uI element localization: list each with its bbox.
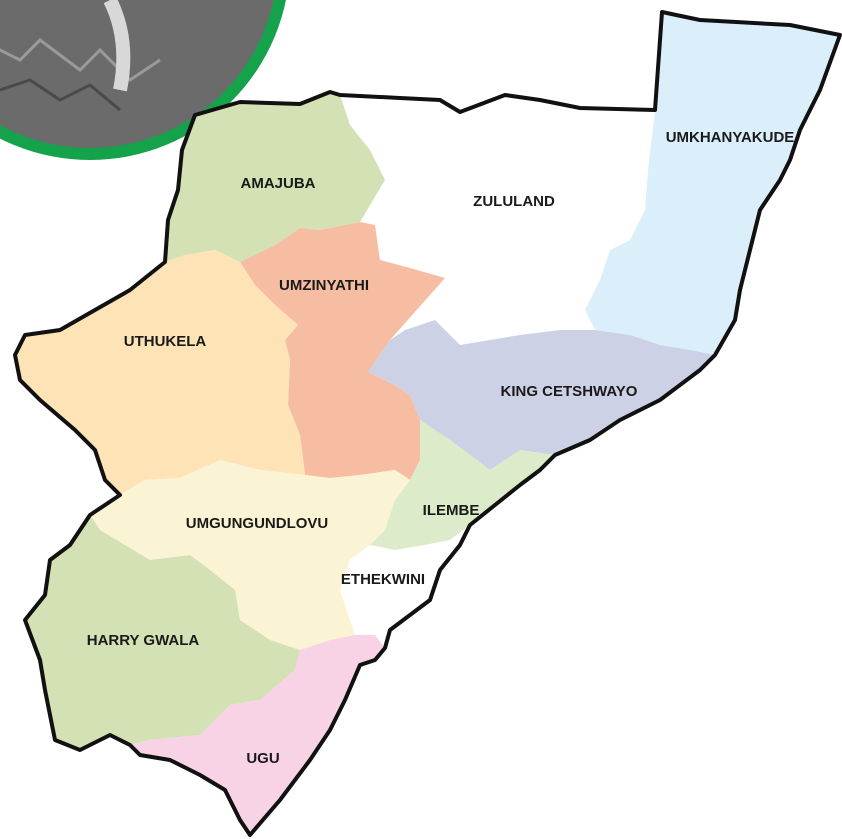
region-harry-gwala[interactable] <box>25 515 300 750</box>
label-umzinyathi: UMZINYATHI <box>279 277 369 294</box>
region-umgungundlovu[interactable] <box>90 460 410 650</box>
label-uthukela: UTHUKELA <box>124 333 207 350</box>
region-amajuba[interactable] <box>165 92 385 262</box>
district-labels: UMKHANYAKUDE ZULULAND AMAJUBA UMZINYATHI… <box>87 129 795 767</box>
label-ugu: UGU <box>246 750 279 767</box>
district-regions <box>15 12 840 835</box>
region-ilembe[interactable] <box>370 420 555 550</box>
province-outline <box>13 10 842 837</box>
region-king-cetshwayo[interactable] <box>368 320 715 470</box>
region-ethekwini[interactable] <box>340 525 470 635</box>
label-umkhanyakude: UMKHANYAKUDE <box>666 129 795 146</box>
label-ethekwini: ETHEKWINI <box>341 571 425 588</box>
photo-badge <box>0 0 286 160</box>
label-king-cetshwayo: KING CETSHWAYO <box>501 383 638 400</box>
label-harry-gwala: HARRY GWALA <box>87 632 200 649</box>
region-umzinyathi[interactable] <box>240 222 445 480</box>
label-amajuba: AMAJUBA <box>241 175 316 192</box>
label-zululand: ZULULAND <box>473 193 555 210</box>
region-umkhanyakude[interactable] <box>585 12 840 355</box>
label-umgungundlovu: UMGUNGUNDLOVU <box>186 515 329 532</box>
region-uthukela[interactable] <box>15 250 305 495</box>
region-ugu[interactable] <box>130 635 385 835</box>
region-zululand[interactable] <box>340 95 655 345</box>
label-ilembe: ILEMBE <box>423 502 480 519</box>
